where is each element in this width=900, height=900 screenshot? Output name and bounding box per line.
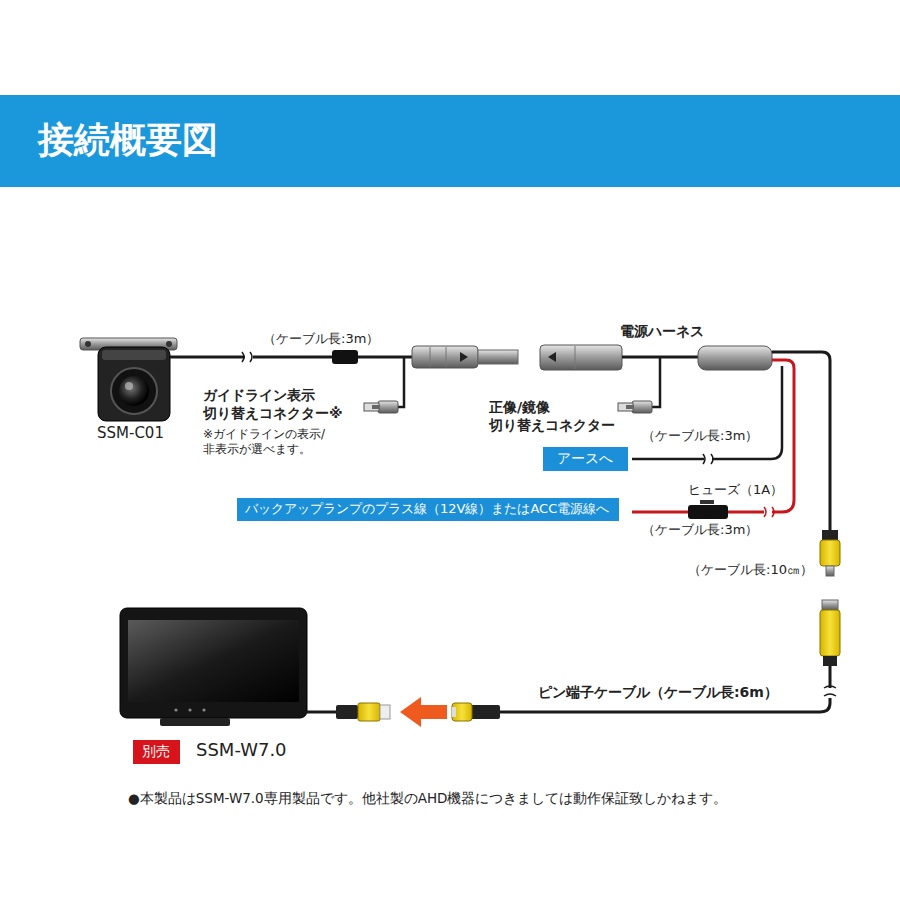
node-text: バックアップランプのプラス線（12V線）またはACC電源線へ — [245, 501, 611, 517]
footnote-mark: ※ガイドラインの表示/ 非表示が選べます。 — [203, 427, 353, 457]
video-wire — [772, 352, 830, 530]
guideline-connector — [364, 401, 398, 413]
rca-jack — [820, 600, 840, 666]
mirror-wire — [652, 357, 660, 407]
part-name: 電源ハーネス — [620, 323, 704, 341]
cable-joint — [332, 350, 358, 364]
rca-plug-monitor-side — [452, 703, 500, 721]
cable-name: ピン端子ケーブル（ケーブル長:6m） — [538, 684, 778, 702]
mirror-connector — [618, 401, 652, 413]
fuse — [688, 500, 728, 519]
camera — [80, 338, 177, 421]
break-mark — [764, 507, 774, 517]
rca-plug — [820, 530, 840, 576]
node-text: アースへ — [557, 450, 614, 468]
page-title: 接続概要図 — [38, 117, 218, 162]
camera-connector — [412, 346, 518, 368]
model-name: SSM-W7.0 — [196, 739, 287, 762]
connector-label: ガイドライン表示 切り替えコネクター※ — [203, 387, 378, 422]
break-mark — [703, 454, 713, 464]
note: ●本製品はSSM-W7.0専用製品です。他社製のAHD機器につきましては動作保証… — [128, 790, 728, 807]
title-band — [0, 95, 900, 187]
cable-length: （ケーブル長:3m） — [642, 522, 758, 538]
cable-length: （ケーブル長:3m） — [642, 428, 758, 444]
cable-length: （ケーブル長:3m） — [263, 331, 379, 347]
node-text: 別売 — [142, 743, 171, 761]
guideline-wire — [398, 357, 404, 407]
monitor — [120, 608, 390, 726]
earth-wire — [712, 366, 782, 459]
cable-length: （ケーブル長:10㎝） — [688, 562, 813, 578]
break-mark — [242, 352, 252, 362]
earth-target-box: アースへ — [543, 447, 628, 471]
camera-cable — [170, 356, 412, 359]
connect-arrow — [400, 697, 447, 727]
part-name: ヒューズ（1A） — [688, 482, 783, 498]
harness-splitter — [698, 346, 772, 370]
break-mark — [824, 686, 836, 696]
harness-connector — [540, 345, 698, 370]
sold-separately-tag: 別売 — [133, 740, 180, 764]
power-target-box: バックアップランプのプラス線（12V線）またはACC電源線へ — [237, 498, 619, 521]
connector-label: 正像/鏡像 切り替えコネクター — [489, 399, 614, 434]
pin-cable — [500, 666, 830, 712]
model-name: SSM-C01 — [97, 424, 164, 443]
